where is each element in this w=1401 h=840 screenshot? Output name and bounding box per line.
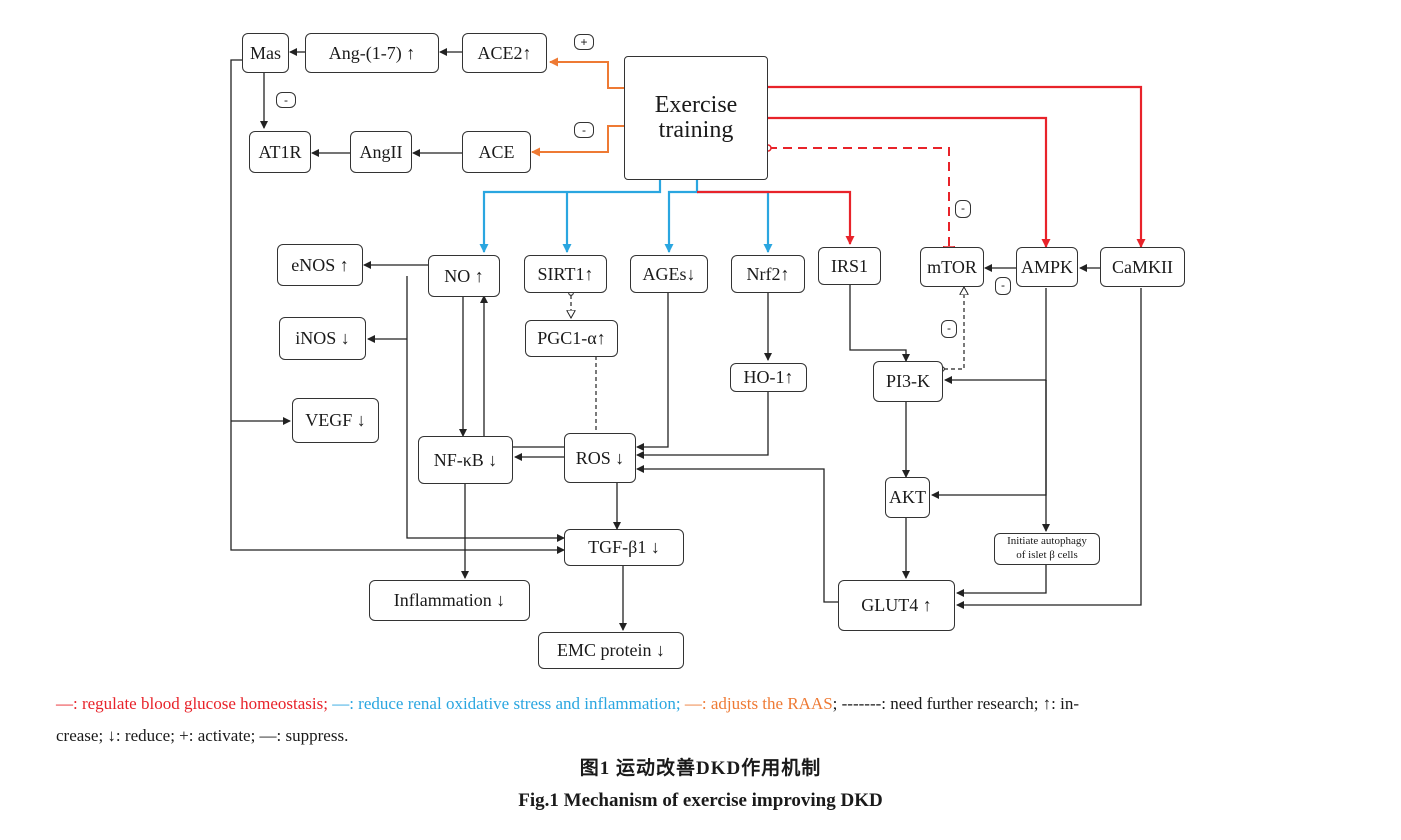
dashed-connectors [571, 287, 964, 444]
legend-red-text: : regulate blood glucose homeostasis; [73, 694, 328, 713]
ampk-node: AMPK [1016, 247, 1078, 287]
mtor-node: mTOR [920, 247, 984, 287]
mtor-inhibition-connector [768, 147, 949, 256]
emc-protein-node: EMC protein ↓ [538, 632, 684, 669]
suppress-sign: - [995, 277, 1011, 295]
mas-node: Mas [242, 33, 289, 73]
ang17-node: Ang-(1-7) ↑ [305, 33, 439, 73]
suppress-sign: - [276, 92, 296, 108]
suppress-sign: - [955, 200, 971, 218]
ace-node: ACE [462, 131, 531, 173]
inos-node: iNOS ↓ [279, 317, 366, 360]
camkii-node: CaMKII [1100, 247, 1185, 287]
vegf-node: VEGF ↓ [292, 398, 379, 443]
ages-node: AGEs↓ [630, 255, 708, 293]
tgfb1-node: TGF-β1 ↓ [564, 529, 684, 566]
irs1-node: IRS1 [818, 247, 881, 285]
ros-node: ROS ↓ [564, 433, 636, 483]
inflammation-node: Inflammation ↓ [369, 580, 530, 621]
angii-node: AngII [350, 131, 412, 173]
connector-layer [230, 48, 1146, 631]
legend-line2: crease; ↓: reduce; +: activate; —: suppr… [56, 726, 349, 745]
nrf2-node: Nrf2↑ [731, 255, 805, 293]
legend-rest: ; -------: need further research; ↑: in- [832, 694, 1080, 713]
no-node: NO ↑ [428, 255, 500, 297]
oxidative-connectors [479, 180, 773, 253]
akt-node: AKT [885, 477, 930, 518]
ho1-node: HO-1↑ [730, 363, 807, 392]
raas-connectors [531, 57, 624, 157]
legend-orange-text: : adjusts the RAAS [701, 694, 833, 713]
black-connectors [230, 48, 1142, 631]
exercise-training-node: Exercise training [624, 56, 768, 180]
legend-blue-mark: — [332, 694, 350, 713]
enos-node: eNOS ↑ [277, 244, 363, 286]
legend-blue-text: : reduce renal oxidative stress and infl… [349, 694, 681, 713]
mechanism-diagram: Mas Ang-(1-7) ↑ ACE2↑ AT1R AngII ACE Exe… [230, 33, 1185, 669]
pgc1a-node: PGC1-α↑ [525, 320, 618, 357]
pi3k-node: PI3-K [873, 361, 943, 402]
legend: —: regulate blood glucose homeostasis; —… [56, 688, 1356, 752]
glut4-node: GLUT4 ↑ [838, 580, 955, 631]
autophagy-node: Initiate autophagy of islet β cells [994, 533, 1100, 565]
legend-orange-mark: — [684, 694, 702, 713]
figure-caption-cn: 图1 运动改善DKD作用机制 [579, 758, 822, 779]
legend-red-mark: — [56, 694, 73, 713]
glucose-connectors [697, 85, 1146, 248]
ace2-node: ACE2↑ [462, 33, 547, 73]
figure-caption-en: Fig.1 Mechanism of exercise improving DK… [518, 790, 883, 811]
sirt1-node: SIRT1↑ [524, 255, 607, 293]
nfkb-node: NF-κB ↓ [418, 436, 513, 484]
suppress-sign: - [941, 320, 957, 338]
suppress-sign: - [574, 122, 594, 138]
activate-sign: + [574, 34, 594, 50]
at1r-node: AT1R [249, 131, 311, 173]
